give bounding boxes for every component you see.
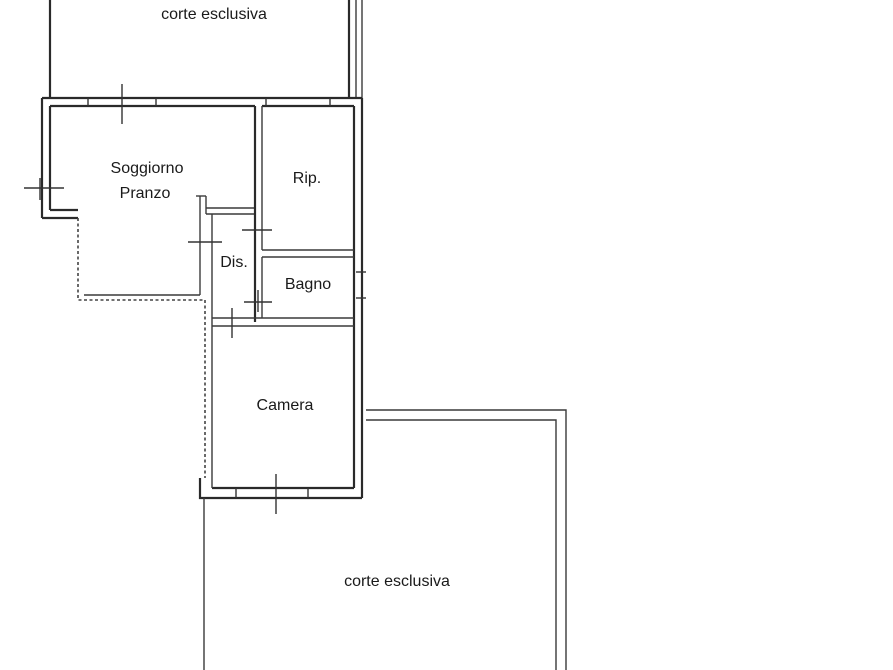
exterior-walls: [40, 96, 364, 500]
party-walls-dashed: [77, 218, 206, 478]
label-camera: Camera: [257, 397, 314, 414]
label-corte-bottom: corte esclusiva: [344, 573, 450, 590]
label-corte-top: corte esclusiva: [161, 6, 267, 23]
label-disimpegno: Dis.: [220, 254, 248, 271]
opening-marks: [24, 84, 366, 514]
label-bagno: Bagno: [285, 276, 331, 293]
interior-partitions: [84, 106, 354, 488]
label-ripostiglio: Rip.: [293, 170, 321, 187]
label-pranzo: Pranzo: [120, 185, 171, 202]
label-soggiorno: Soggiorno: [111, 160, 184, 177]
corte-bottom-boundary: [203, 409, 567, 670]
corte-top-boundary: [48, 0, 363, 98]
